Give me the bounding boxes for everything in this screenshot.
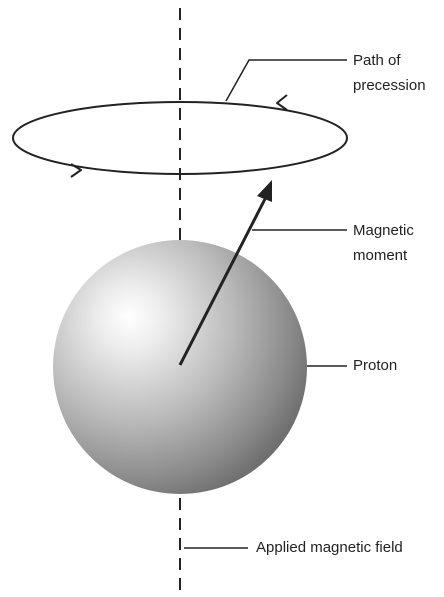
precession-arrow-top-icon (277, 95, 287, 110)
label-path-of-precession-line2: precession (353, 76, 426, 96)
label-applied-magnetic-field: Applied magnetic field (256, 538, 403, 558)
label-magnetic-moment-line2: moment (353, 246, 407, 266)
label-proton: Proton (353, 356, 397, 376)
label-magnetic-moment-line1: Magnetic (353, 221, 414, 241)
proton-sphere (53, 240, 307, 494)
magnetic-moment-arrowhead-icon (257, 180, 272, 202)
label-path-of-precession-line1: Path of (353, 51, 401, 71)
